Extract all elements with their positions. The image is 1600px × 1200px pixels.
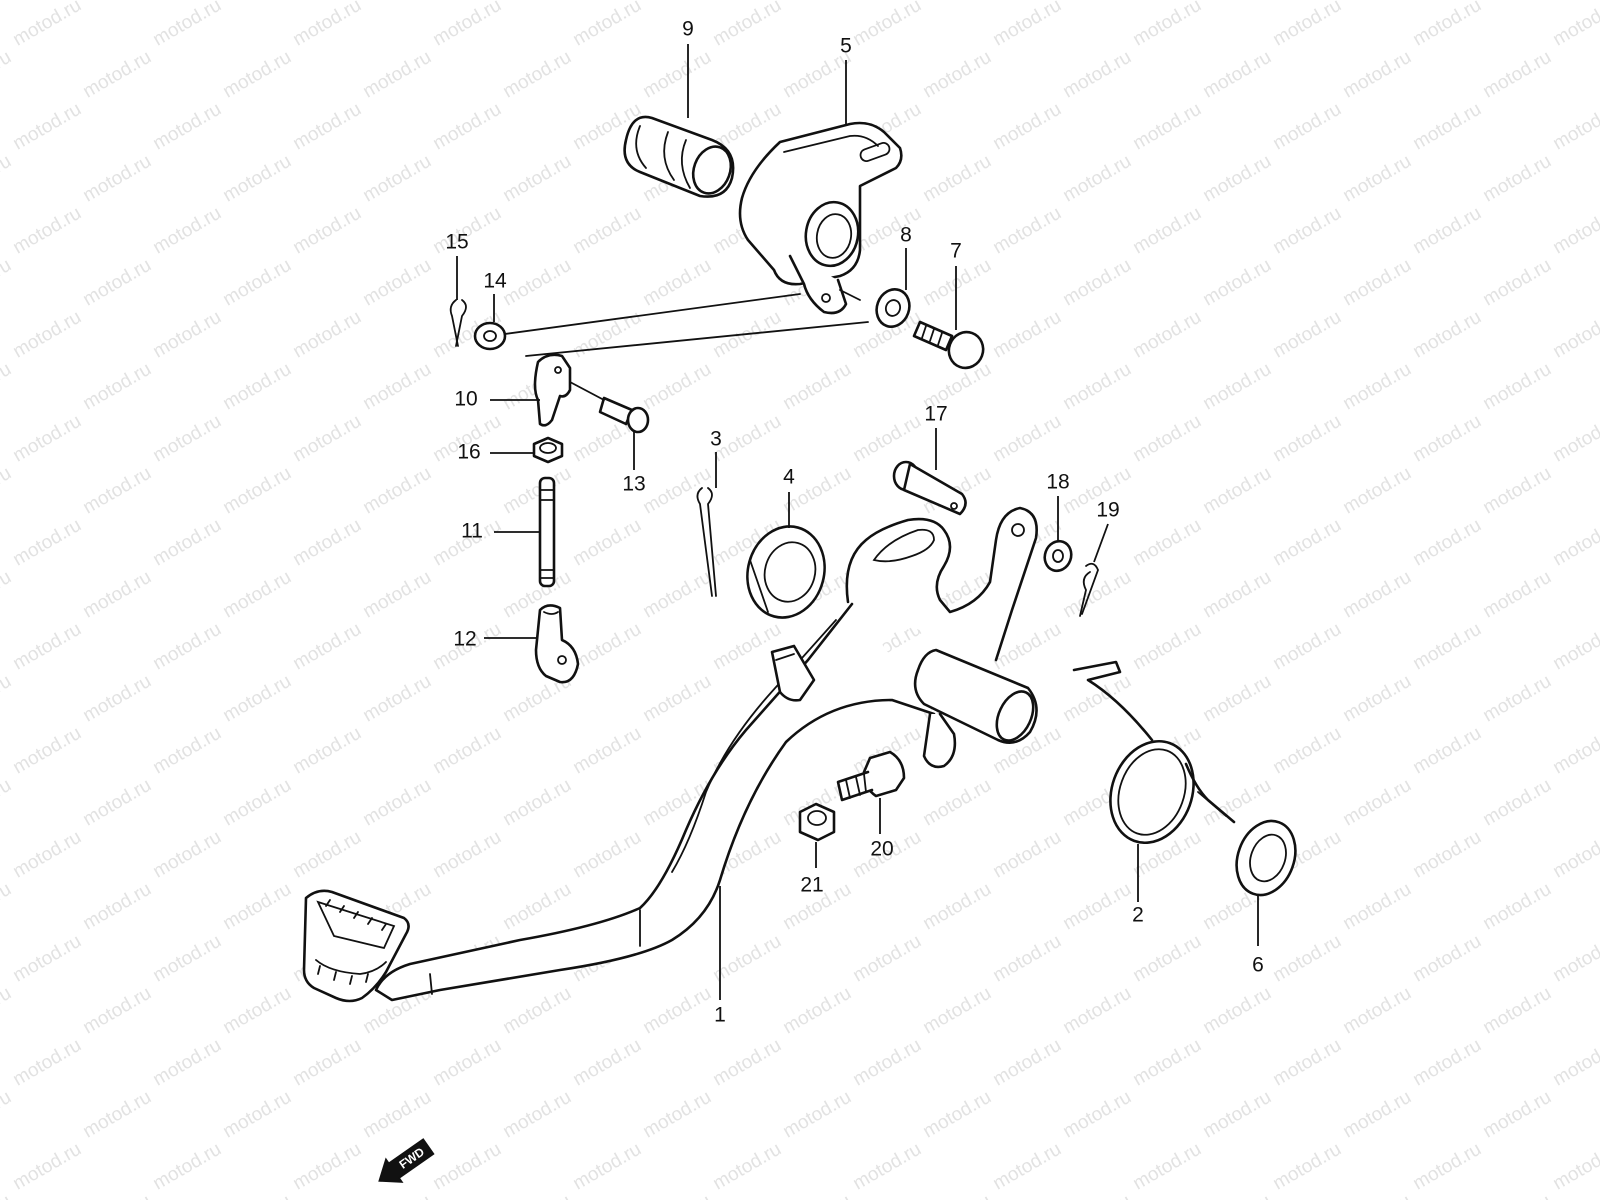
part-10-clevis bbox=[533, 353, 572, 427]
callout-17: 17 bbox=[924, 403, 947, 426]
part-7-bolt bbox=[912, 320, 985, 370]
part-13-clevis-pin bbox=[569, 381, 650, 434]
callout-labels: 9 5 15 14 8 7 10 13 16 11 12 3 4 17 18 1… bbox=[445, 18, 1264, 1027]
part-14-washer bbox=[473, 321, 507, 351]
callout-8: 8 bbox=[900, 224, 912, 247]
callout-20: 20 bbox=[870, 838, 893, 861]
part-8-washer bbox=[875, 288, 911, 328]
part-5-master-cylinder bbox=[738, 121, 903, 315]
callout-9: 9 bbox=[682, 18, 694, 41]
callout-18: 18 bbox=[1046, 471, 1069, 494]
part-11-push-rod bbox=[538, 476, 556, 588]
part-9-boot bbox=[623, 115, 735, 198]
callout-2: 2 bbox=[1132, 904, 1144, 927]
assembly-lines bbox=[489, 289, 869, 357]
callout-4: 4 bbox=[783, 466, 795, 489]
callout-11: 11 bbox=[461, 520, 483, 543]
part-12-lower-clevis bbox=[534, 604, 580, 684]
part-20-bolt bbox=[836, 750, 906, 802]
part-18-washer bbox=[1043, 539, 1073, 573]
part-2-return-spring bbox=[1072, 660, 1236, 845]
callout-3: 3 bbox=[710, 428, 722, 451]
callout-1: 1 bbox=[714, 1004, 726, 1027]
part-15-split-pin bbox=[449, 299, 467, 347]
part-21-nut bbox=[798, 802, 836, 842]
callout-15: 15 bbox=[445, 231, 468, 254]
part-4-seal bbox=[746, 525, 826, 619]
part-16-nut bbox=[532, 436, 564, 464]
callout-10: 10 bbox=[454, 388, 477, 411]
callout-7: 7 bbox=[950, 240, 962, 263]
callout-13: 13 bbox=[622, 473, 645, 496]
leader-lines bbox=[456, 44, 1259, 1000]
callout-14: 14 bbox=[483, 270, 507, 293]
callout-6: 6 bbox=[1252, 954, 1264, 977]
callout-12: 12 bbox=[453, 628, 476, 651]
part-3-split-pin bbox=[696, 487, 717, 597]
forward-arrow-icon bbox=[378, 1138, 435, 1183]
part-6-seal bbox=[1235, 819, 1297, 897]
callout-19: 19 bbox=[1096, 499, 1119, 522]
fwd-direction-badge: FWD bbox=[378, 1138, 435, 1183]
callout-21: 21 bbox=[800, 874, 823, 897]
part-19-split-pin bbox=[1079, 562, 1099, 617]
callout-16: 16 bbox=[457, 441, 480, 464]
callout-5: 5 bbox=[840, 35, 852, 58]
part-1-brake-pedal bbox=[302, 506, 1038, 1003]
part-17-pivot-bolt bbox=[892, 460, 967, 516]
